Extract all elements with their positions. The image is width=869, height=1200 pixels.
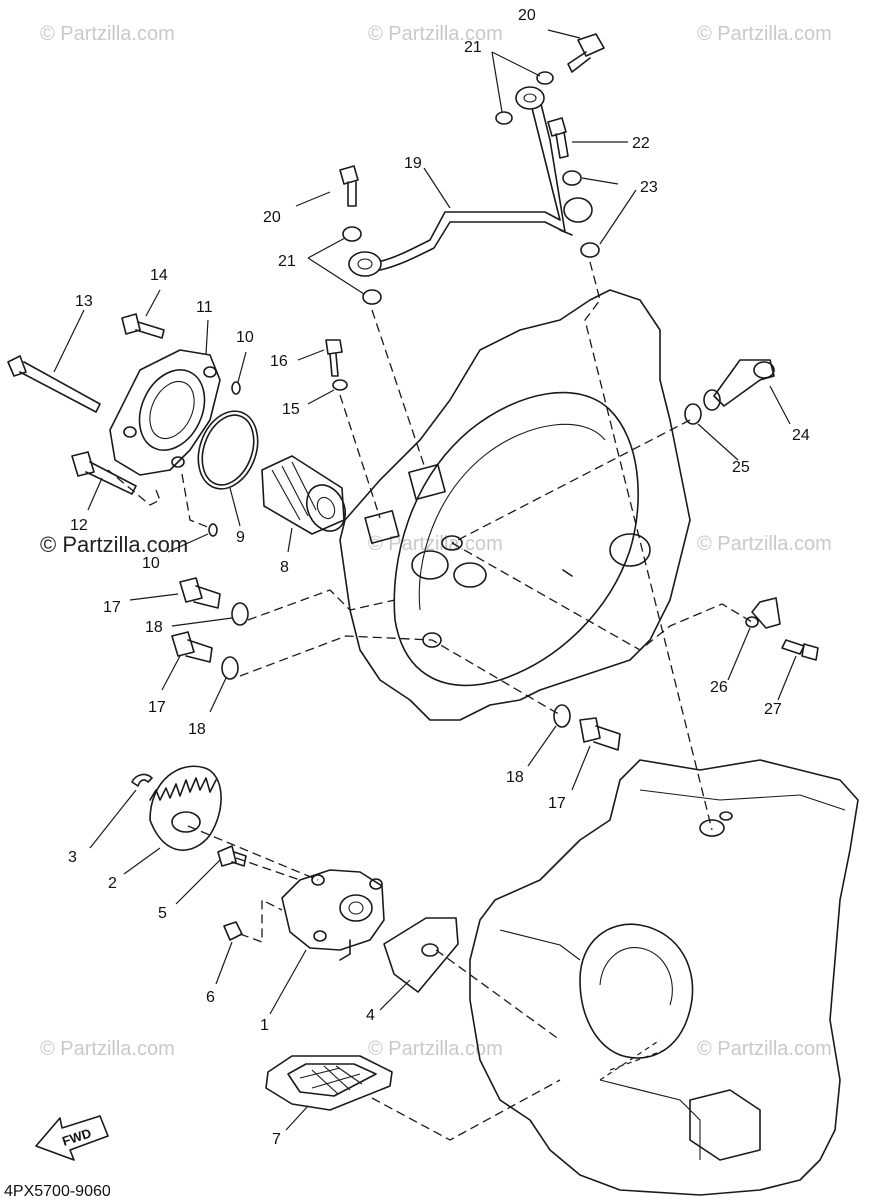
callout-27: 27 (764, 701, 782, 718)
bracket-26 (745, 597, 781, 629)
leader-lines (53, 29, 797, 1131)
callout-25: 25 (732, 459, 750, 476)
callout-18: 18 (145, 619, 163, 636)
callout-21: 21 (464, 39, 482, 56)
o-ring-10 (208, 381, 241, 537)
callout-21: 21 (278, 253, 296, 270)
o-ring-9 (197, 410, 259, 490)
oil-filter-cover (109, 349, 221, 476)
screw-27 (781, 639, 819, 661)
callout-2: 2 (108, 875, 117, 892)
gasket-18 (221, 602, 571, 728)
assembly-lines (107, 261, 753, 1141)
callout-13: 13 (75, 293, 93, 310)
fitting-24 (703, 359, 775, 411)
watermarks: © Partzilla.com © Partzilla.com © Partzi… (40, 23, 832, 1060)
oil-pipe (348, 86, 593, 277)
diagram-code: 4PX5700-9060 (4, 1183, 111, 1200)
callout-14: 14 (150, 267, 168, 284)
callout-18: 18 (188, 721, 206, 738)
callout-10: 10 (142, 555, 160, 572)
callout-8: 8 (280, 559, 289, 576)
callout-18: 18 (506, 769, 524, 786)
dowel-pin-6 (223, 921, 243, 941)
watermark-featured: © Partzilla.com (40, 532, 188, 557)
fwd-arrow-icon: FWD (35, 1115, 109, 1161)
callout-17: 17 (103, 599, 121, 616)
callout-17: 17 (548, 795, 566, 812)
callout-7: 7 (272, 1131, 281, 1148)
drain-bolt (171, 577, 621, 751)
callout-labels: 20 21 22 19 23 20 21 14 13 11 10 16 15 2… (68, 7, 810, 1148)
watermark: © Partzilla.com (368, 23, 503, 45)
circlip-3 (131, 773, 153, 787)
callout-19: 19 (404, 155, 422, 172)
crankcase-cover (339, 289, 691, 721)
watermark: © Partzilla.com (697, 533, 832, 555)
callout-6: 6 (206, 989, 215, 1006)
callout-15: 15 (282, 401, 300, 418)
callout-20: 20 (518, 7, 536, 24)
callout-24: 24 (792, 427, 810, 444)
watermark: © Partzilla.com (40, 1038, 175, 1060)
union-bolt (339, 33, 605, 207)
oil-filter-8 (261, 455, 347, 535)
watermark: © Partzilla.com (368, 1038, 503, 1060)
bolt-5 (217, 845, 247, 867)
callout-9: 9 (236, 529, 245, 546)
fwd-label: FWD (60, 1125, 93, 1148)
callout-4: 4 (366, 1007, 375, 1024)
long-bolt-13 (7, 355, 101, 413)
watermark: © Partzilla.com (40, 23, 175, 45)
bolt-16 (325, 339, 343, 377)
watermark: © Partzilla.com (368, 533, 503, 555)
oil-strainer-7 (265, 1055, 393, 1111)
callout-5: 5 (158, 905, 167, 922)
watermark: © Partzilla.com (697, 23, 832, 45)
oil-pump-1 (281, 869, 385, 961)
gasket-washers (332, 71, 600, 391)
bolt-12 (71, 451, 137, 495)
callout-17: 17 (148, 699, 166, 716)
callout-20: 20 (263, 209, 281, 226)
o-ring-25 (684, 403, 702, 425)
crankcase (469, 759, 859, 1196)
callout-16: 16 (270, 353, 288, 370)
callout-3: 3 (68, 849, 77, 866)
callout-12: 12 (70, 517, 88, 534)
watermark: © Partzilla.com (697, 1038, 832, 1060)
callout-23: 23 (640, 179, 658, 196)
oil-pump-gear (149, 765, 222, 851)
gasket-4 (383, 917, 459, 993)
callout-22: 22 (632, 135, 650, 152)
callout-1: 1 (260, 1017, 269, 1034)
callout-10: 10 (236, 329, 254, 346)
callout-26: 26 (710, 679, 728, 696)
bolt-14 (121, 313, 165, 339)
callout-11: 11 (196, 299, 213, 316)
